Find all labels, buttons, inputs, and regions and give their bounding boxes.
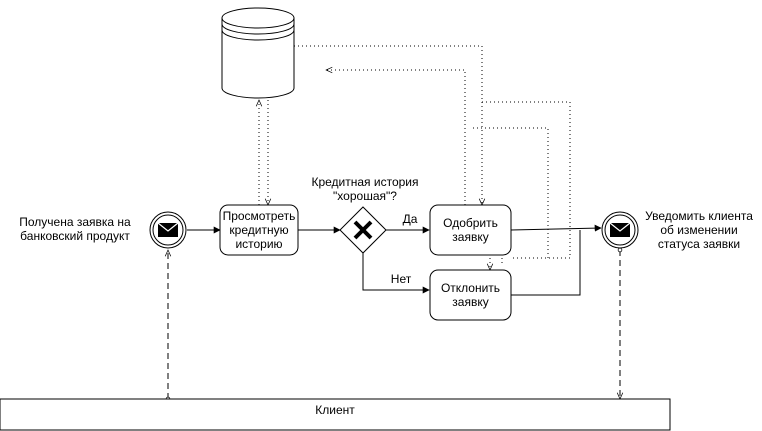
gateway-yes-label: Да xyxy=(402,212,418,226)
flow-gateway-no xyxy=(362,253,430,294)
message-flows xyxy=(168,250,620,399)
x-icon xyxy=(353,220,373,240)
flow-approve-to-end xyxy=(510,224,602,232)
flow-reject-to-end xyxy=(511,230,581,296)
envelope-icon xyxy=(157,222,179,237)
end-message-event[interactable] xyxy=(601,211,639,249)
approve-to-datastore xyxy=(326,70,466,205)
data-associations xyxy=(259,45,571,270)
approve-to-notify-dotted-1 xyxy=(482,101,571,259)
end-event-label: Уведомить клиента об изменении статуса з… xyxy=(645,209,753,251)
task-approve-label: Одобрить заявку xyxy=(443,216,498,244)
envelope-icon xyxy=(609,222,631,237)
start-event-label: Получена заявка на банковский продукт xyxy=(19,215,131,243)
task-reject-label: Отклонить заявку xyxy=(440,281,501,309)
pool-client[interactable] xyxy=(0,398,671,431)
start-message-event[interactable] xyxy=(149,211,187,249)
exclusive-gateway[interactable] xyxy=(339,206,387,254)
database-icon[interactable] xyxy=(221,7,295,99)
task-approve[interactable] xyxy=(429,204,512,256)
pool-client-label: Клиент xyxy=(315,403,355,417)
task-review[interactable] xyxy=(219,204,299,256)
gateway-no-label: Нет xyxy=(390,272,412,286)
task-reject[interactable] xyxy=(429,269,512,321)
datastore-to-approve xyxy=(294,45,482,205)
notify-link-dotted-2 xyxy=(473,127,549,258)
sequence-flows xyxy=(187,224,602,296)
gateway-question-label: Кредитная история "хорошая"? xyxy=(311,175,419,203)
task-review-label: Просмотреть кредитную историю xyxy=(222,209,296,251)
